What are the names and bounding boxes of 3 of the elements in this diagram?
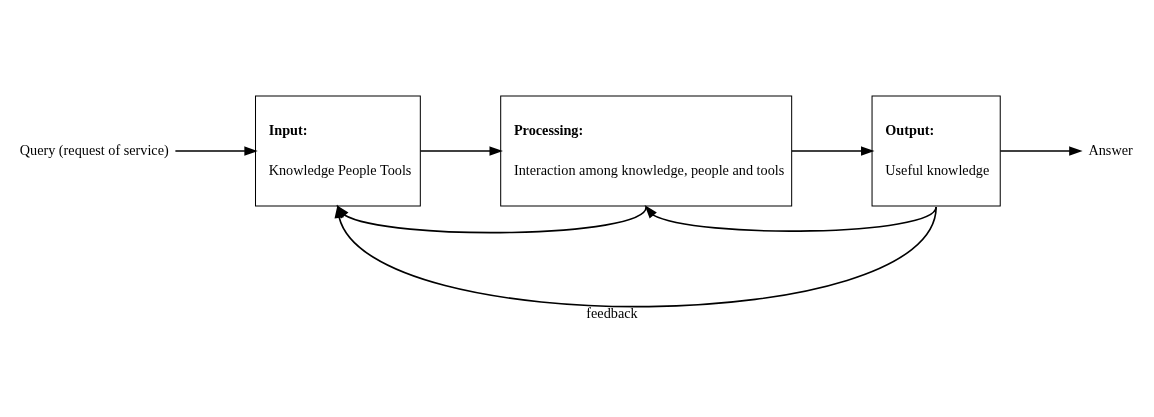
- node-text: Answer: [1088, 141, 1133, 158]
- edge-label: feedback: [586, 304, 638, 321]
- node-text: Query (request of service): [19, 141, 169, 158]
